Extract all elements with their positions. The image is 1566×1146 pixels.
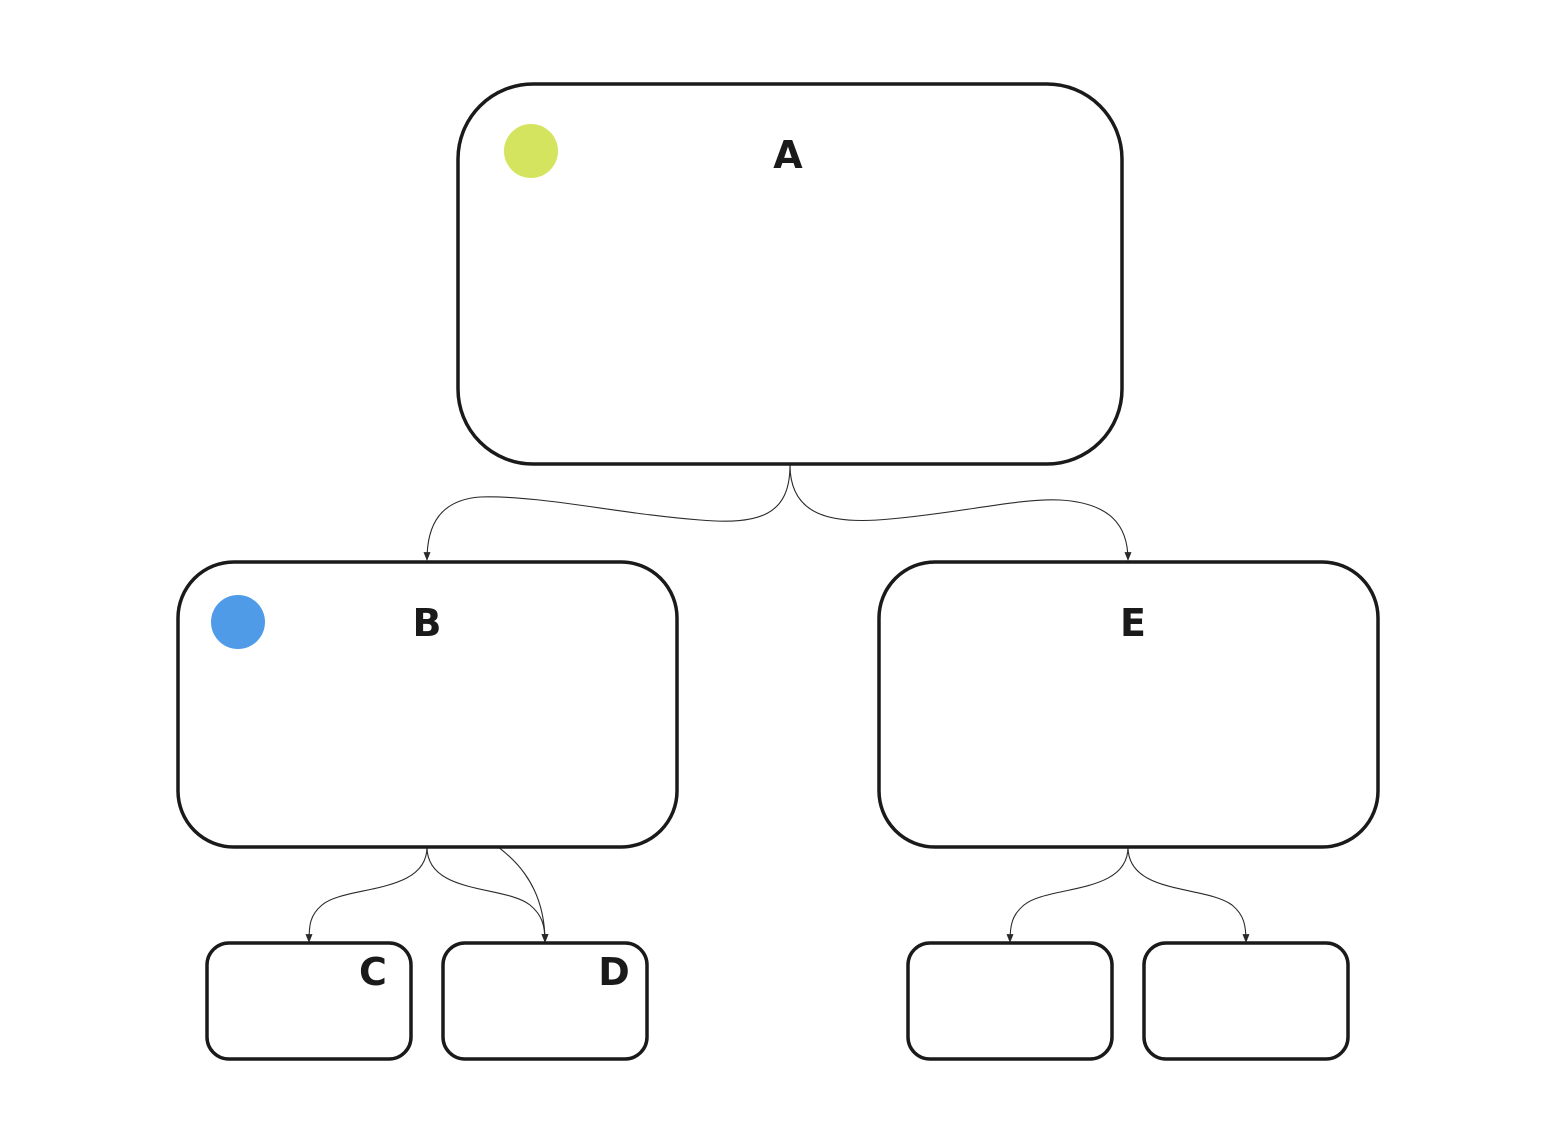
node-e1[interactable]: [906, 941, 1114, 1061]
node-a-box: [456, 82, 1124, 466]
edge-b-to-d: [426, 846, 549, 943]
node-a-label: A: [773, 133, 803, 177]
edge-e-to-e2: [1127, 846, 1250, 943]
node-e2-box: [1142, 941, 1350, 1061]
node-b[interactable]: B: [176, 560, 679, 849]
node-c[interactable]: C: [205, 941, 413, 1061]
node-b-label: B: [413, 601, 442, 645]
node-e-box: [877, 560, 1380, 849]
node-a-marker-dot: [504, 124, 558, 178]
edge-a-to-e: [789, 464, 1132, 561]
node-c-label: C: [359, 950, 387, 994]
node-b-marker-dot: [211, 595, 265, 649]
node-d-box: [441, 941, 649, 1061]
node-b-box: [176, 560, 679, 849]
node-e2[interactable]: [1142, 941, 1350, 1061]
node-a[interactable]: A: [456, 82, 1124, 466]
edge-e-to-e1: [1006, 846, 1129, 943]
node-e-label: E: [1120, 601, 1146, 645]
node-c-box: [205, 941, 413, 1061]
node-e1-box: [906, 941, 1114, 1061]
node-d-label: D: [598, 950, 630, 994]
node-e[interactable]: E: [877, 560, 1380, 849]
edge-a-to-b: [423, 464, 791, 561]
edge-b-to-c: [305, 846, 428, 943]
node-d[interactable]: D: [441, 941, 649, 1061]
